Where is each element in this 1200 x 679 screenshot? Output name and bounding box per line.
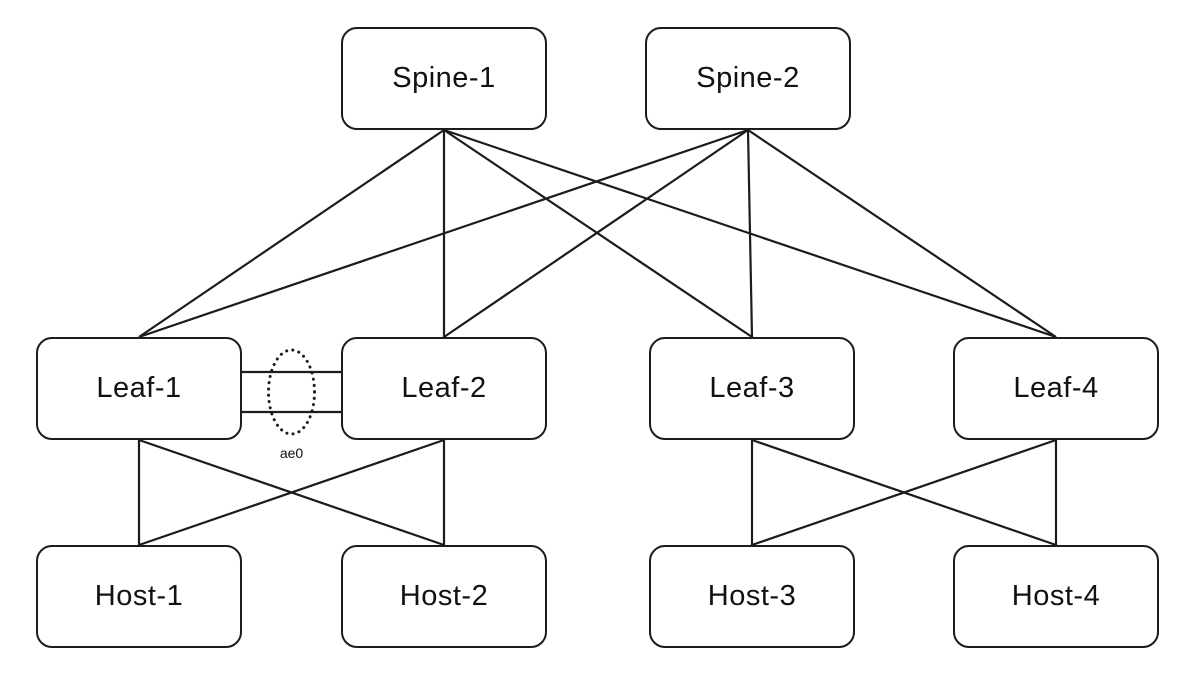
link-leaf-4-host-3: [751, 438, 1057, 547]
node-leaf-2: Leaf-2: [341, 337, 547, 440]
link-spine-2-leaf-4: [747, 129, 1057, 338]
node-label-leaf-2: Leaf-2: [401, 372, 487, 404]
node-label-host-3: Host-3: [707, 580, 797, 612]
link-spine-2-leaf-2: [443, 129, 749, 338]
node-label-host-2: Host-2: [399, 580, 489, 612]
link-leaf-2-host-1: [138, 438, 445, 547]
link-spine-2-leaf-3: [746, 129, 754, 338]
node-label-host-4: Host-4: [1011, 580, 1101, 612]
node-spine-1: Spine-1: [341, 27, 547, 130]
link-spine-2-leaf-1: [138, 128, 749, 339]
node-label-spine-2: Spine-2: [696, 62, 800, 94]
node-leaf-4: Leaf-4: [953, 337, 1159, 440]
node-spine-2: Spine-2: [645, 27, 851, 130]
node-label-host-1: Host-1: [94, 580, 184, 612]
node-label-spine-1: Spine-1: [392, 62, 496, 94]
node-label-leaf-3: Leaf-3: [709, 372, 795, 404]
node-label-leaf-4: Leaf-4: [1013, 372, 1099, 404]
lag-group-ellipse: [267, 348, 316, 436]
link-spine-1-leaf-3: [443, 129, 753, 338]
node-host-2: Host-2: [341, 545, 547, 648]
node-leaf-3: Leaf-3: [649, 337, 855, 440]
node-label-leaf-1: Leaf-1: [96, 372, 182, 404]
node-host-1: Host-1: [36, 545, 242, 648]
node-host-3: Host-3: [649, 545, 855, 648]
node-host-4: Host-4: [953, 545, 1159, 648]
link-spine-1-leaf-1: [138, 129, 445, 338]
node-leaf-1: Leaf-1: [36, 337, 242, 440]
lag-label: ae0: [280, 445, 304, 461]
